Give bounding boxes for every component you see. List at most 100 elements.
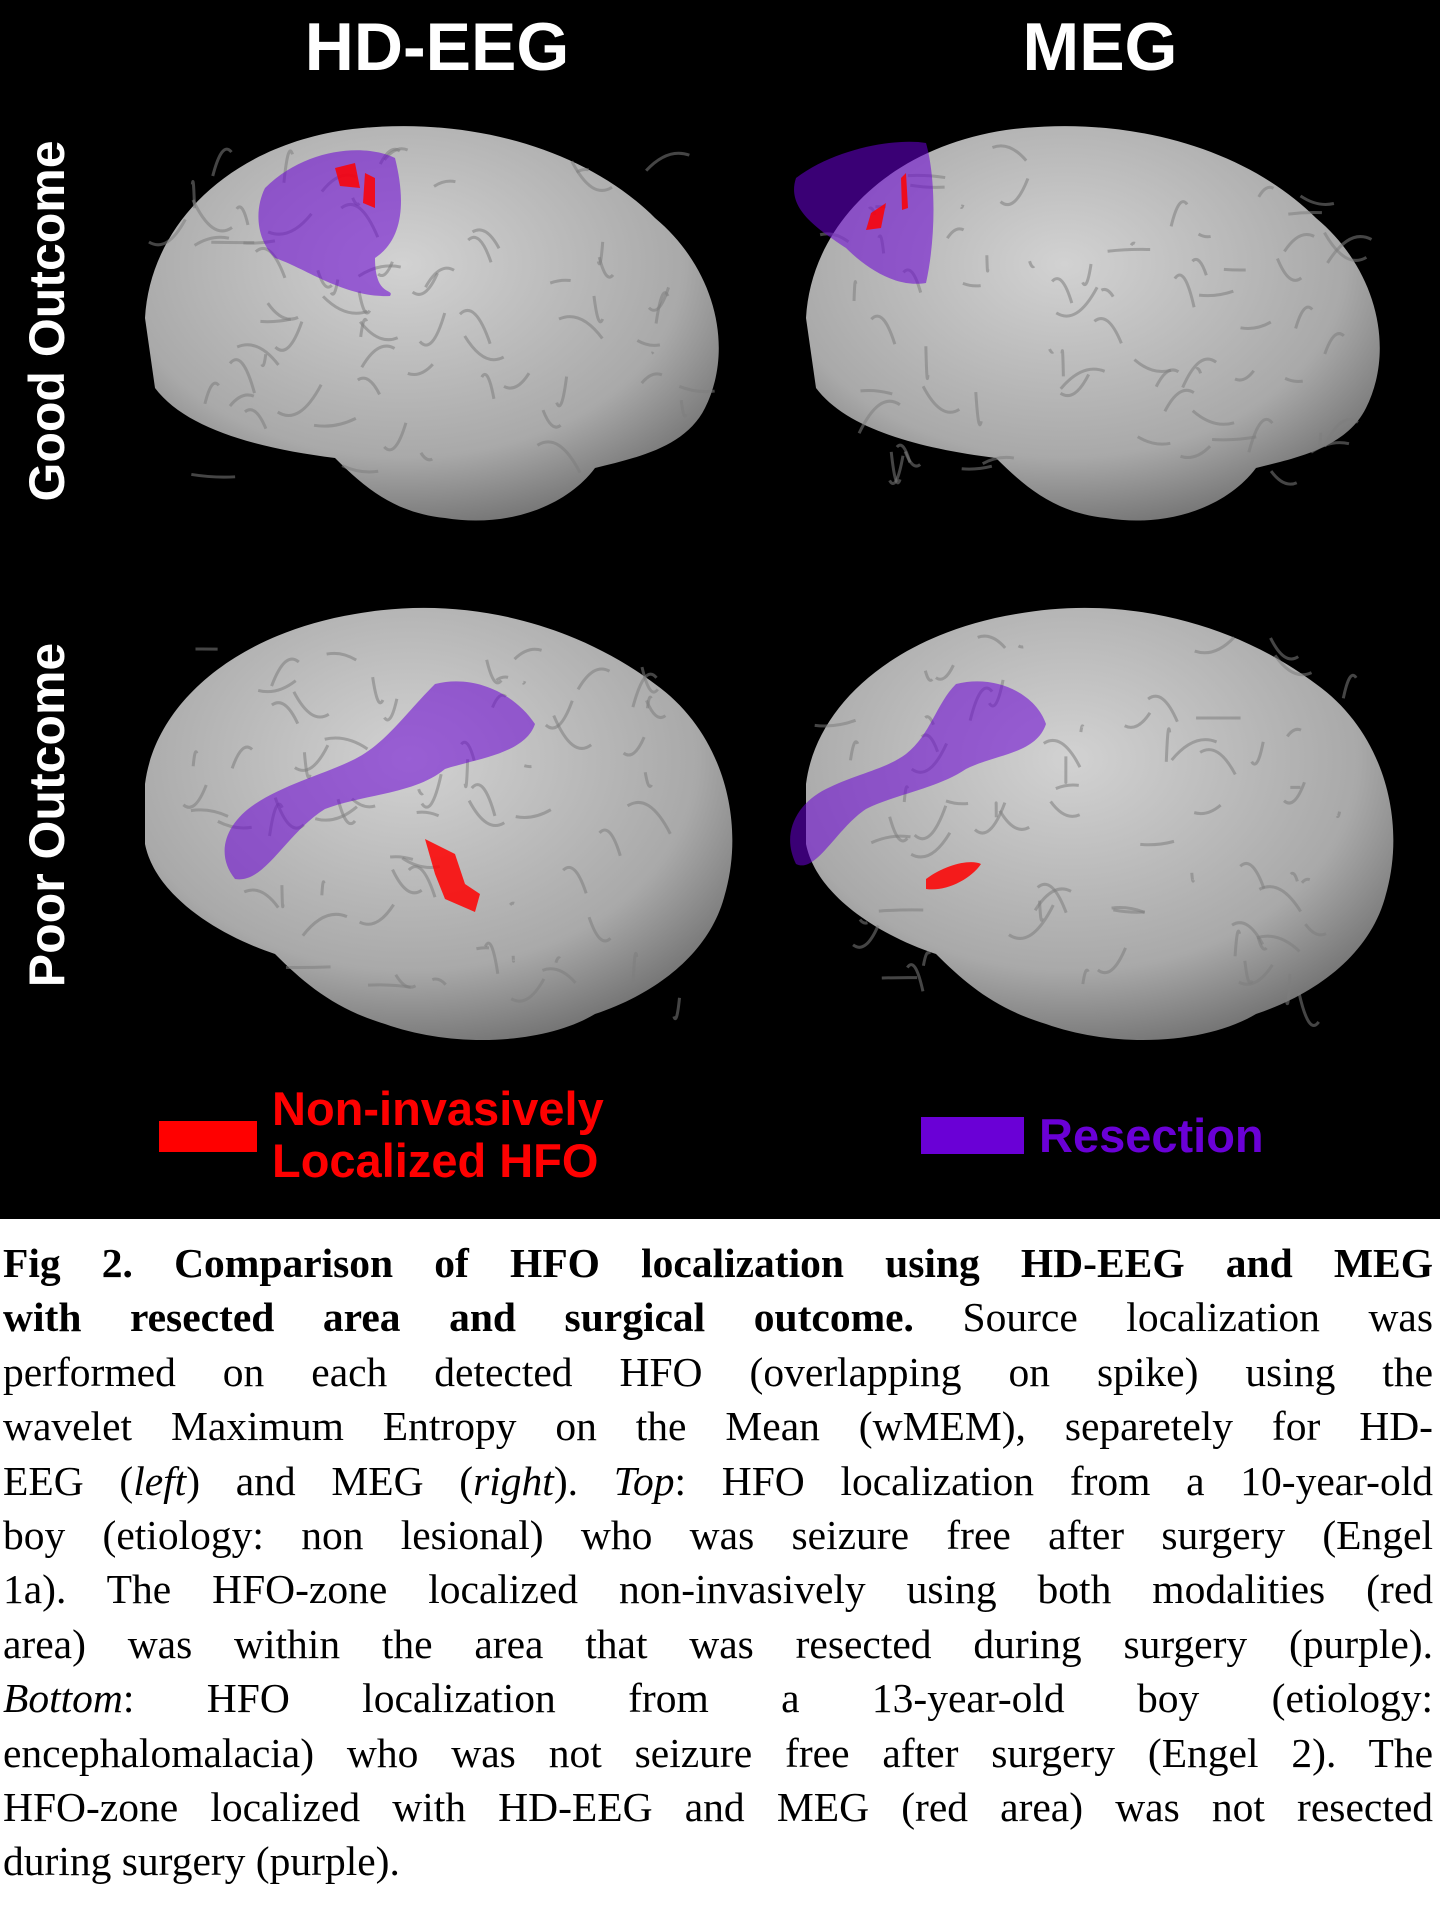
sulcus: [463, 335, 505, 362]
sulcus: [411, 272, 439, 296]
sulcus: [1163, 388, 1195, 413]
caption-line: during surgery (purple).: [3, 1834, 1433, 1888]
sulcus: [230, 745, 254, 769]
sulcus: [260, 353, 268, 368]
sulcus: [510, 978, 546, 1003]
sulcus: [631, 951, 639, 987]
sulcus: [1055, 286, 1099, 318]
sulcus: [962, 281, 981, 288]
sulcus: [182, 784, 208, 809]
sulcus: [383, 422, 408, 452]
sulcus: [191, 472, 236, 479]
sulcus: [193, 235, 230, 247]
hfo-area: [901, 173, 908, 210]
sulcus: [636, 339, 661, 347]
sulcus: [924, 346, 930, 381]
sulcus: [870, 314, 897, 345]
column-title-hd-eeg: HD-EEG: [304, 9, 570, 85]
sulcus: [1049, 800, 1081, 818]
sulcus: [1048, 348, 1055, 354]
sulcus: [1297, 992, 1320, 1027]
sulcus: [1191, 409, 1235, 426]
sulcus: [1286, 727, 1302, 738]
sulcus: [1250, 741, 1265, 766]
sulcus: [991, 144, 1028, 162]
sulcus: [276, 383, 323, 417]
caption-text: with resected area and surgical outcome.: [3, 1294, 914, 1341]
sulcus: [1180, 445, 1212, 460]
sulcus: [191, 199, 233, 233]
sulcus: [888, 816, 909, 843]
sulcus: [631, 672, 658, 708]
sulcus: [420, 773, 443, 809]
sulcus: [419, 452, 434, 462]
sulcus: [211, 147, 233, 177]
sulcus: [645, 151, 690, 172]
sulcus: [1033, 887, 1072, 912]
sulcus: [433, 179, 456, 188]
sulcus: [1238, 964, 1274, 986]
sulcus: [1257, 185, 1275, 198]
sulcus: [190, 808, 229, 818]
caption-text: : HFO localization from a 10-year-old: [674, 1457, 1433, 1504]
caption-line: boy (etiology: non lesional) who was sei…: [3, 1508, 1433, 1562]
sulcus: [921, 950, 932, 967]
sulcus: [981, 455, 1015, 465]
sulcus: [274, 321, 304, 352]
sulcus: [203, 381, 220, 405]
sulcus: [626, 800, 672, 835]
sulcus: [549, 278, 571, 285]
hfo-area: [335, 163, 360, 188]
sulcus: [554, 956, 561, 964]
sulcus: [1284, 376, 1304, 383]
sulcus: [1323, 231, 1368, 262]
sulcus: [1017, 644, 1024, 649]
sulcus: [495, 675, 509, 682]
sulcus: [1300, 877, 1311, 884]
sulcus: [870, 834, 911, 845]
sulcus: [1191, 257, 1208, 276]
caption-line: encephalomalacia) who was not seizure fr…: [3, 1726, 1433, 1780]
sulcus: [1170, 738, 1218, 762]
hfo-area: [363, 173, 375, 208]
sulcus: [1140, 839, 1175, 847]
caption-text: Source localization was: [913, 1294, 1434, 1341]
sulcus: [320, 880, 326, 896]
sulcus: [679, 400, 688, 418]
sulcus: [1243, 960, 1254, 985]
sulcus: [1147, 694, 1179, 723]
sulcus: [1060, 349, 1065, 377]
sulcus: [814, 718, 857, 728]
sulcus: [285, 965, 331, 970]
sulcus: [424, 266, 455, 288]
sulcus: [640, 666, 659, 694]
sulcus: [974, 391, 983, 427]
sulcus: [313, 417, 357, 428]
caption-line: HFO-zone localized with HD-EEG and MEG (…: [3, 1780, 1433, 1834]
caption-line: area) was within the area that was resec…: [3, 1617, 1433, 1671]
sulcus: [458, 309, 492, 345]
sulcus: [236, 343, 280, 366]
sulcus: [1323, 332, 1345, 355]
sulcus: [576, 667, 611, 691]
sulcus: [190, 179, 197, 209]
sulcus: [536, 440, 582, 474]
caption-line: performed on each detected HFO (overlapp…: [3, 1345, 1433, 1399]
sulcus: [913, 805, 948, 841]
sulcus: [1036, 882, 1068, 914]
legend-swatch-hfo: [159, 1121, 257, 1152]
sulcus: [1194, 636, 1236, 655]
sulcus: [243, 888, 280, 909]
sulcus: [852, 924, 880, 949]
caption-line: Bottom: HFO localization from a 13-year-…: [3, 1671, 1433, 1725]
sulcus: [552, 714, 593, 750]
sulcus: [431, 977, 447, 986]
sulcus: [1079, 724, 1085, 733]
sulcus: [1223, 267, 1246, 272]
sulcus: [1231, 921, 1265, 946]
sulcus: [389, 855, 414, 861]
sulcus: [521, 680, 527, 685]
sulcus: [326, 651, 357, 662]
sulcus: [946, 227, 965, 240]
sulcus: [961, 464, 993, 471]
